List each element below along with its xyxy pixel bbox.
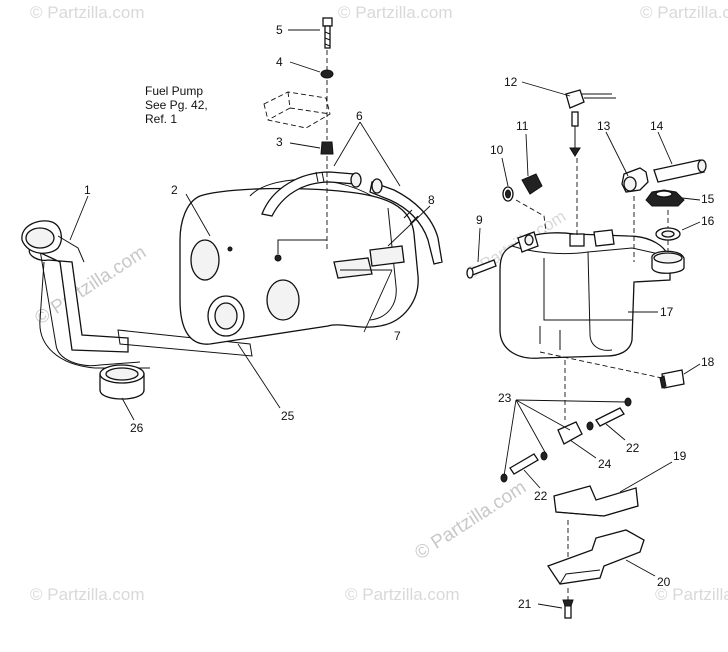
- fuel-pump-outline: [263, 91, 331, 129]
- alignment-line: [539, 351, 663, 379]
- part-11-fitting: [521, 173, 543, 195]
- callout-labels: 1 2 3 4 5 6 7 8 9 10 11 12 13 14 15 16 1…: [84, 23, 715, 611]
- callout-3: 3: [276, 135, 283, 149]
- watermark: © Partzilla.com: [411, 477, 530, 564]
- watermark: © Partzilla.com: [640, 3, 728, 22]
- part-13-elbow: [621, 167, 649, 193]
- part-22-hose: [509, 453, 539, 475]
- watermark: © Partzilla.com: [31, 242, 150, 329]
- callout-26: 26: [130, 421, 144, 435]
- note-line-2: See Pg. 42,: [145, 98, 208, 112]
- callout-24: 24: [598, 457, 612, 471]
- part-19-bracket: [553, 485, 639, 517]
- callout-1: 1: [84, 183, 91, 197]
- callout-19: 19: [673, 449, 687, 463]
- part-2-oil-tank: [179, 179, 419, 345]
- part-21-screw: [562, 599, 574, 619]
- leader-lines: [69, 29, 701, 609]
- part-18-outlet-fitting: [659, 369, 685, 389]
- part-5-bolt: [322, 17, 333, 49]
- part-17-reservoir: [499, 229, 671, 359]
- part-24-filter: [557, 421, 583, 445]
- callout-18: 18: [701, 355, 715, 369]
- part-22-hose: [595, 407, 625, 427]
- note-line-1: Fuel Pump: [145, 84, 203, 98]
- part-16-seal: [655, 227, 681, 241]
- part-10-clamp: [502, 186, 514, 202]
- part-1-filler-neck: [21, 220, 150, 369]
- callout-9: 9: [476, 213, 483, 227]
- callout-6: 6: [356, 109, 363, 123]
- callout-23: 23: [498, 391, 512, 405]
- callout-22: 22: [534, 489, 548, 503]
- part-4-washer: [320, 69, 334, 79]
- callout-13: 13: [597, 119, 611, 133]
- callout-14: 14: [650, 119, 664, 133]
- alignment-line: [515, 199, 547, 233]
- callout-12: 12: [504, 75, 518, 89]
- watermark: © Partzilla.com: [30, 3, 145, 22]
- callout-11: 11: [516, 119, 529, 133]
- part-14-hose: [653, 159, 707, 183]
- callout-2: 2: [171, 183, 178, 197]
- alignment-line: [277, 239, 327, 254]
- callout-10: 10: [490, 143, 504, 157]
- callout-5: 5: [276, 23, 283, 37]
- part-20-mount-plate: [547, 529, 645, 585]
- fuel-pump-note: Fuel Pump See Pg. 42, Ref. 1: [145, 84, 208, 126]
- callout-25: 25: [281, 409, 295, 423]
- callout-8: 8: [428, 193, 435, 207]
- watermark: © Partzilla.com: [655, 585, 728, 604]
- callout-17: 17: [660, 305, 674, 319]
- note-line-3: Ref. 1: [145, 112, 177, 126]
- watermark: © Partzilla.com: [338, 3, 453, 22]
- watermark: © Partzilla.com: [30, 585, 145, 604]
- callout-7: 7: [394, 329, 401, 343]
- callout-15: 15: [701, 192, 715, 206]
- callout-21: 21: [518, 597, 532, 611]
- part-9-bolt: [466, 259, 497, 279]
- part-3-grommet: [320, 141, 334, 155]
- part-26-grommet: [99, 364, 145, 400]
- callout-16: 16: [701, 214, 715, 228]
- callout-22: 22: [626, 441, 640, 455]
- filler-cap-neck: [651, 250, 685, 274]
- part-12-level-sender: [565, 89, 616, 157]
- part-6-hose: [261, 171, 443, 265]
- callout-4: 4: [276, 55, 283, 69]
- watermark: © Partzilla.com: [345, 585, 460, 604]
- part-15-cap: [645, 189, 685, 207]
- callout-20: 20: [657, 575, 671, 589]
